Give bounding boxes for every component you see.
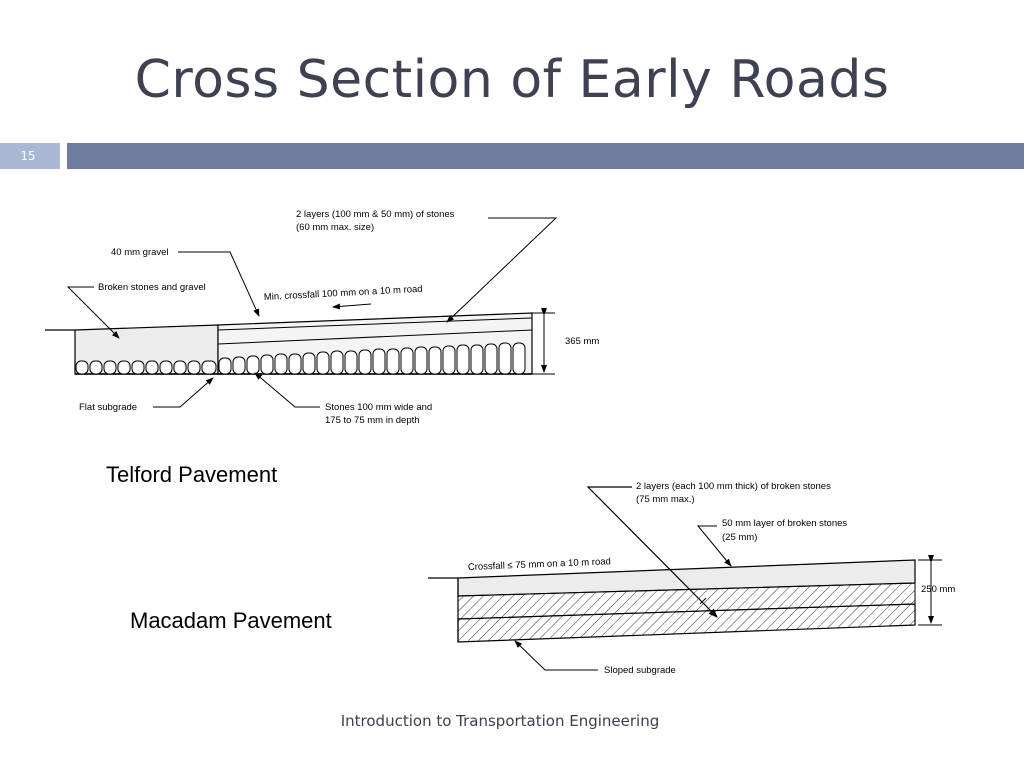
macadam-caption: Macadam Pavement [130,608,332,633]
macadam-top-layer-label: 50 mm layer of broken stones [722,518,847,529]
telford-gravel-label: 40 mm gravel [111,247,169,258]
macadam-crossfall-label: Crossfall ≤ 75 mm on a 10 m road [468,556,611,573]
macadam-layers-leader [586,486,718,618]
telford-stones-leader [446,217,558,323]
telford-base-stones [75,342,526,375]
macadam-layers-label-2: (75 mm max.) [636,494,695,505]
telford-crossfall-arrow [332,303,372,310]
telford-diagram: 365 mm 2 layers (100 mm & 50 mm) of ston… [45,209,599,426]
macadam-diagram: 250 mm 2 layers (each 100 mm thick) of b… [428,481,955,676]
telford-broken-stones-leader [66,286,120,339]
macadam-layers-label: 2 layers (each 100 mm thick) of broken s… [636,481,831,492]
macadam-subgrade-label: Sloped subgrade [604,665,676,676]
macadam-top-layer-label-2: (25 mm) [722,532,757,543]
telford-stones-2layers-label: 2 layers (100 mm & 50 mm) of stones [296,209,455,220]
macadam-top-layer-leader [696,525,732,567]
slide-footer: Introduction to Transportation Engineeri… [340,712,660,730]
telford-broken-stones-label: Broken stones and gravel [98,282,206,293]
telford-stones-line [217,329,533,345]
telford-crossfall-label: Min. crossfall 100 mm on a 10 m road [264,284,423,303]
telford-dimension [532,308,555,375]
telford-stones-2layers-label-2: (60 mm max. size) [296,222,374,233]
macadam-subgrade-leader [514,640,598,671]
telford-subgrade-leader [153,377,214,408]
header-band [67,143,1024,169]
telford-stones-wide-leader [254,372,320,408]
telford-caption: Telford Pavement [106,462,278,487]
macadam-dimension [918,555,942,626]
slide-title: Cross Section of Early Roads [134,50,890,110]
telford-stones-wide-label-2: 175 to 75 mm in depth [325,415,420,426]
telford-gravel-leader [178,251,260,317]
macadam-thickness-label: 250 mm [921,584,955,595]
macadam-layers-leader-mark [699,597,707,605]
telford-thickness-label: 365 mm [565,336,599,347]
telford-stones-wide-label: Stones 100 mm wide and [325,402,432,413]
telford-subgrade-label: Flat subgrade [79,402,137,413]
telford-gravel-line [217,317,533,331]
slide-number: 15 [0,143,60,169]
